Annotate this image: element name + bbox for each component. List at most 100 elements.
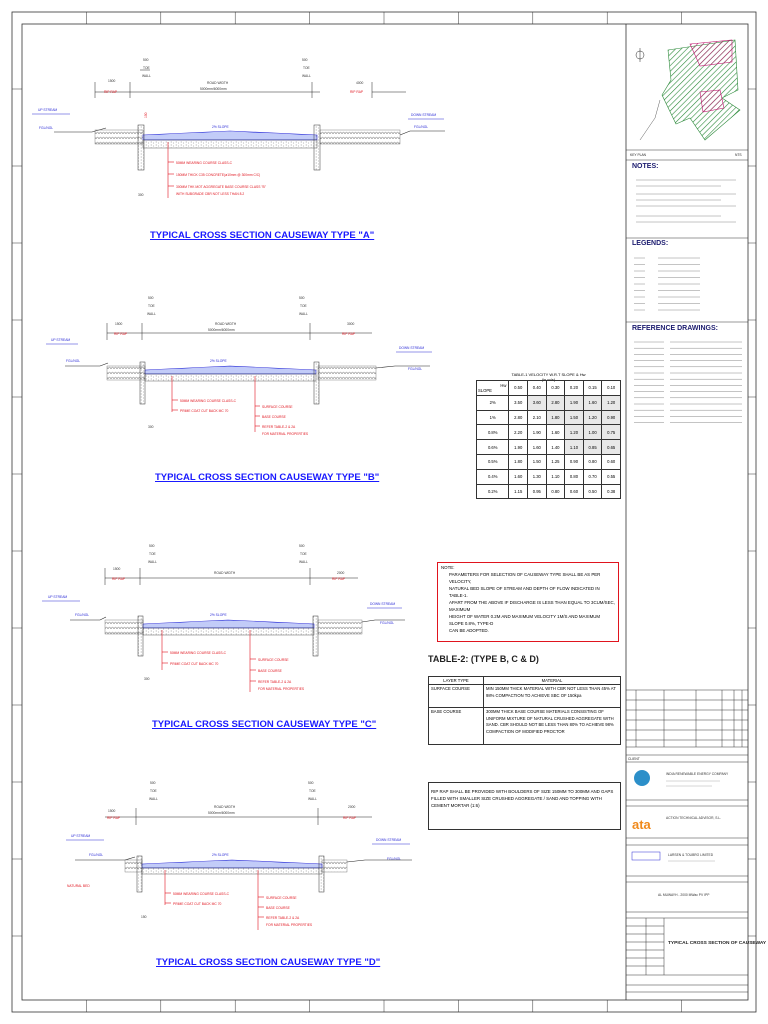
dim-150: 150 [144,112,148,118]
slope-label: 2% SLOPE [212,125,229,129]
note-line: HEIGHT OF WATER 0.2M AND MAXIMUM VELOCIT… [449,614,601,626]
fgl-d-r: FGL/NGL [387,857,401,861]
velocity-cell: 0.80 [545,483,566,500]
slope-cell: 0.8% [475,424,510,441]
slope-cell: 0.5% [475,453,510,470]
section-d: 1500 RIP RAP 500 TOE WALL ROAD WIDTH 500… [66,781,412,930]
toe-wall-d-r: 500 [308,781,314,785]
velocity-cell: 2.80 [508,409,529,426]
note-b-6: FOR MATERIAL PROPERTIES [262,432,309,436]
material-cell: MIN 150MM THICK MATERIAL WITH CBR NOT LE… [483,684,621,708]
key-plan-label: KEY PLAN [630,153,647,157]
note-d-6: FOR MATERIAL PROPERTIES [266,923,313,927]
note-b-3: SURFACE COURSE [262,405,293,409]
toe-d-r: TOE [309,789,317,793]
slope-cell: 0.6% [475,439,510,455]
slope-d: 2% SLOPE [212,853,229,857]
legends-heading: LEGENDS: [632,240,669,247]
road-width-dim: 5000mm/6000mm [200,87,227,91]
section-c: 1500 RIP RAP 500 TOE WALL ROAD WIDTH 500… [42,544,405,692]
hw-value: 0.20 [564,380,584,396]
wall-label-r: WALL [302,74,311,78]
notes-list [636,179,736,223]
notes-heading: NOTES: [632,163,659,170]
dim-4000: 4000 [356,81,364,85]
velocity-cell: 2.20 [508,424,529,441]
up-stream-b: UP STREAM [51,338,70,342]
velocity-cell: 0.75 [601,424,621,441]
note-a-3: 300MM THK MOT AGGREGATE BASE COURSE CLAS… [176,185,267,189]
velocity-cell: 1.25 [545,453,566,470]
wall-b: WALL [147,312,156,316]
note-box-heading: NOTE: [441,565,455,570]
fgl-b: FGL/NGL [66,359,80,363]
section-a: 1500 RIP RAP 500 TOE WALL ROAD WIDTH 500… [32,58,445,198]
dim-1500-b: 1500 [115,322,123,326]
dim-300: 300 [138,193,144,197]
note-c-2: PRIME COAT CUT BACK MC 70 [170,662,219,666]
title-block [626,918,665,975]
velocity-cell: 0.38 [601,483,621,500]
note-d-4: BASE COURSE [266,906,291,910]
toe-c: TOE [149,552,157,556]
dim-300-b: 300 [148,425,154,429]
note-b-1: 50MM WEARING COURSE CLASS-C [180,399,237,403]
nts-label: NTS [735,153,742,157]
note-c-6: FOR MATERIAL PROPERTIES [258,687,305,691]
material-header: MATERIAL [483,676,621,685]
rip-rap-d: RIP RAP [107,816,121,820]
velocity-cell: 0.80 [564,468,584,485]
toe-b: TOE [148,304,156,308]
velocity-cell: 1.80 [508,453,529,470]
fgl-c: FGL/NGL [75,613,89,617]
fgl-label: FGL/NGL [39,126,53,130]
velocity-cell: 1.20 [564,424,584,441]
velocity-cell: 2.80 [545,394,566,411]
velocity-cell: 1.50 [564,409,584,426]
road-width-dim-b: 5000mm/6000mm [208,328,235,332]
road-width-c: ROAD WIDTH [214,571,236,575]
fgl-c-r: FGL/NGL [380,621,394,625]
velocity-cell: 1.40 [545,439,566,455]
revision-table [626,690,748,748]
title-type-d: TYPICAL CROSS SECTION CAUSEWAY TYPE "D" [156,957,381,968]
note-box: NOTE: PARAMETERS FOR SELECTION OF CAUSEW… [437,562,619,642]
slope-cell: 0.2% [475,483,510,500]
velocity-cell: 1.80 [545,409,566,426]
velocity-cell: 0.90 [601,409,621,426]
legends-list [634,257,700,311]
toe-label-r: TOE [303,66,311,70]
natural-bed-label: NATURAL BED [67,884,90,888]
road-width-b: ROAD WIDTH [215,322,237,326]
outer-border [11,11,757,1013]
dim-1500: 1500 [108,79,116,83]
up-stream-label: UP STREAM [38,108,57,112]
material-header: LAYER TYPE [428,676,484,685]
velocity-cell: 0.70 [582,468,603,485]
note-line: NATURAL BED SLOPE OF STREAM AND DEPTH OF… [449,586,600,598]
note-a-1: 50MM WEARING COURSE CLASS-C [176,161,233,165]
client-heading: CLIENT [628,757,640,761]
wall-c-r: WALL [299,560,308,564]
rip-rap-d-r: RIP RAP [343,816,357,820]
dim-2000-c: 2000 [337,571,345,575]
slope-cell: 0.4% [475,468,510,485]
toe-wall-b-r: 500 [299,296,305,300]
grid-ticks [12,12,756,1012]
toe-wall-d: 500 [150,781,156,785]
note-line: PARAMETERS FOR SELECTION OF CAUSEWAY TYP… [449,572,601,584]
velocity-cell: 0.90 [564,453,584,470]
table1-unit: (in m/s) [541,377,556,382]
